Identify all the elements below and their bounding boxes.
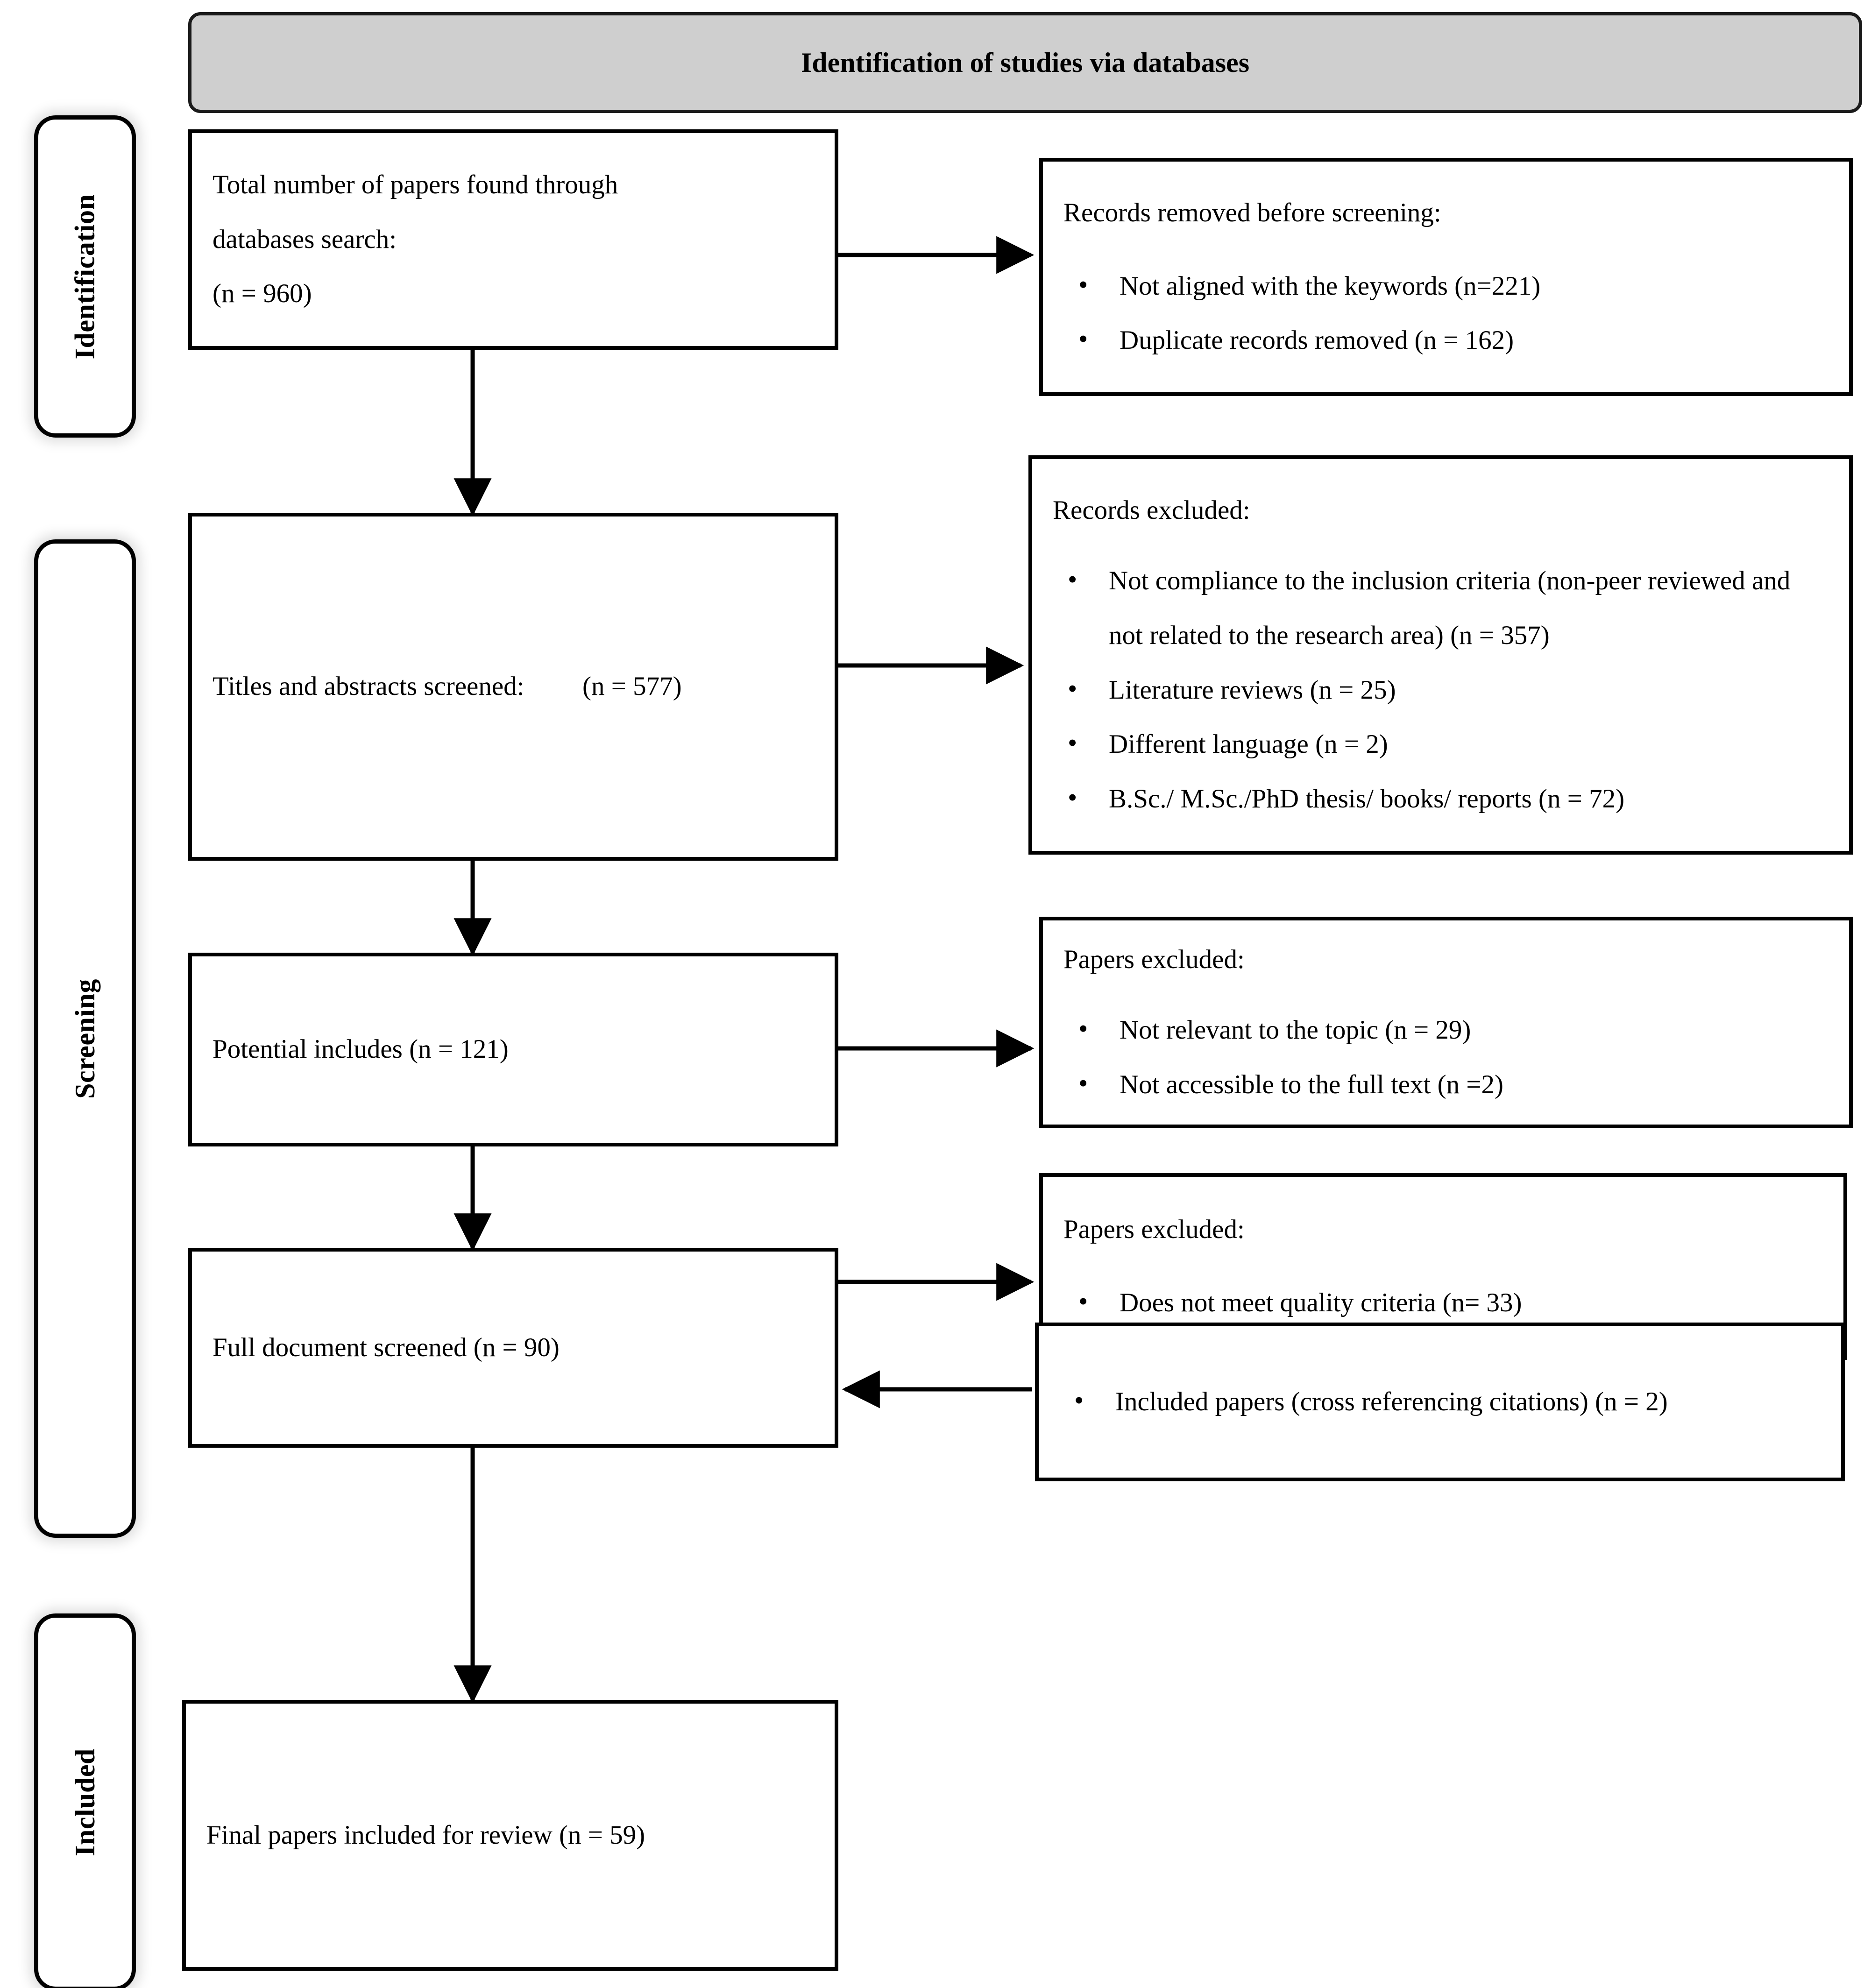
box-records-excluded: Records excluded: Not compliance to the … — [1028, 455, 1853, 855]
records-identified-line2: databases search: — [213, 224, 397, 254]
list-item: Literature reviews (n = 25) — [1053, 661, 1828, 718]
papers-excluded-2-list: Does not meet quality criteria (n= 33) — [1063, 1274, 1823, 1330]
banner-identification-via-databases: Identification of studies via databases — [188, 12, 1862, 113]
papers-excluded-2-lead: Papers excluded: — [1063, 1215, 1245, 1245]
titles-abstracts-count: (n = 577) — [582, 672, 682, 701]
phase-label-screening-text: Screening — [69, 978, 100, 1099]
box-final-papers-included: Final papers included for review (n = 59… — [182, 1700, 838, 1971]
records-removed-list: Not aligned with the keywords (n=221) Du… — [1063, 257, 1828, 368]
banner-title: Identification of studies via databases — [801, 47, 1250, 78]
records-excluded-list: Not compliance to the inclusion criteria… — [1053, 552, 1828, 827]
phase-label-included: Included — [34, 1613, 136, 1988]
list-item: Not relevant to the topic (n = 29) — [1063, 1001, 1828, 1058]
box-titles-abstracts-screened: Titles and abstracts screened: (n = 577) — [188, 513, 838, 861]
box-cross-referenced-papers: Included papers (cross referencing citat… — [1035, 1323, 1845, 1481]
list-item: Not aligned with the keywords (n=221) — [1063, 257, 1828, 314]
papers-excluded-1-lead: Papers excluded: — [1063, 945, 1245, 975]
final-papers-included-label: Final papers included for review (n = 59… — [206, 1820, 645, 1850]
box-records-identified: Total number of papers found through dat… — [188, 129, 838, 350]
potential-includes-label: Potential includes (n = 121) — [213, 1034, 509, 1064]
phase-label-identification: Identification — [34, 115, 136, 438]
records-removed-lead: Records removed before screening: — [1063, 198, 1441, 227]
records-excluded-lead: Records excluded: — [1053, 495, 1250, 525]
list-item: Included papers (cross referencing citat… — [1059, 1373, 1821, 1429]
list-item: Does not meet quality criteria (n= 33) — [1063, 1274, 1823, 1330]
papers-excluded-1-list: Not relevant to the topic (n = 29) Not a… — [1063, 1001, 1828, 1112]
records-identified-count: (n = 960) — [213, 279, 312, 309]
cross-referenced-list: Included papers (cross referencing citat… — [1059, 1373, 1821, 1429]
list-item: Not accessible to the full text (n =2) — [1063, 1056, 1828, 1112]
box-records-removed-before-screening: Records removed before screening: Not al… — [1039, 158, 1853, 396]
titles-abstracts-row: Titles and abstracts screened: (n = 577) — [213, 659, 814, 714]
list-item: B.Sc./ M.Sc./PhD thesis/ books/ reports … — [1053, 770, 1828, 827]
phase-label-included-text: Included — [69, 1748, 100, 1856]
box-potential-includes: Potential includes (n = 121) — [188, 953, 838, 1146]
list-item: Not compliance to the inclusion criteria… — [1053, 552, 1828, 663]
list-item: Different language (n = 2) — [1053, 715, 1828, 772]
titles-abstracts-label: Titles and abstracts screened: — [213, 672, 524, 701]
records-identified-line1: Total number of papers found through — [213, 170, 618, 199]
list-item: Duplicate records removed (n = 162) — [1063, 311, 1828, 368]
phase-label-screening: Screening — [34, 539, 136, 1538]
box-papers-excluded-screening: Papers excluded: Not relevant to the top… — [1039, 917, 1853, 1128]
box-full-document-screened: Full document screened (n = 90) — [188, 1248, 838, 1448]
phase-label-identification-text: Identification — [69, 194, 100, 359]
full-document-screened-label: Full document screened (n = 90) — [213, 1332, 560, 1362]
